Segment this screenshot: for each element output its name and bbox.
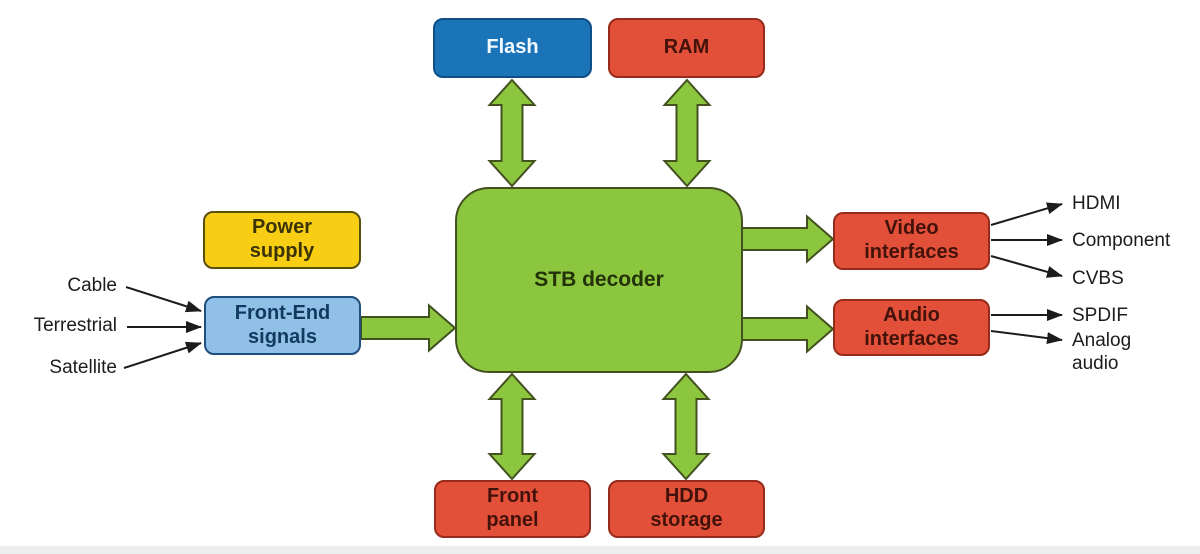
arrow-ram-stb [662,78,712,188]
arrow-satellite-input [123,341,202,369]
front-panel-label: Front panel [486,485,539,531]
hdd-storage-box: HDD storage [608,480,765,538]
front-panel-box: Front panel [434,480,591,538]
output-label-hdmi: HDMI [1072,193,1121,214]
arrow-analog-audio-output [990,330,1063,345]
input-label-satellite: Satellite [49,357,117,378]
power-supply-label: Power supply [249,216,315,262]
output-label-component: Component [1072,230,1171,251]
front-end-signals-label: Front-End signals [234,301,331,348]
arrow-flash-stb [487,78,537,188]
video-interfaces-box: Video interfaces [833,212,990,270]
output-label-analog-audio: Analog audio [1072,330,1132,374]
ram-box: RAM [608,18,765,78]
flash-label: Flash [486,36,539,59]
arrow-stb-audio [741,304,835,354]
arrow-cable-input [125,286,202,313]
input-label-cable: Cable [67,275,117,296]
arrow-stb-hdd-storage [661,372,711,481]
arrow-frontend-stb [360,303,457,353]
arrow-hdmi-output [990,202,1063,226]
arrow-cvbs-output [990,255,1063,278]
hdd-storage-label: HDD storage [650,485,723,531]
input-label-terrestrial: Terrestrial [33,315,117,336]
stb-decoder-box: STB decoder [455,187,743,373]
power-supply-box: Power supply [203,211,361,269]
arrow-stb-video [741,214,835,264]
audio-interfaces-box: Audio interfaces [833,299,990,356]
output-label-cvbs: CVBS [1072,268,1124,289]
stb-decoder-label: STB decoder [534,267,664,291]
output-label-spdif: SPDIF [1072,305,1128,326]
front-end-signals-box: Front-End signals [204,296,361,355]
ram-label: RAM [663,36,710,59]
flash-box: Flash [433,18,592,78]
arrow-stb-front-panel [487,372,537,481]
page-edge-strip [0,546,1200,554]
audio-interfaces-label: Audio interfaces [864,303,959,350]
video-interfaces-label: Video interfaces [864,217,959,263]
